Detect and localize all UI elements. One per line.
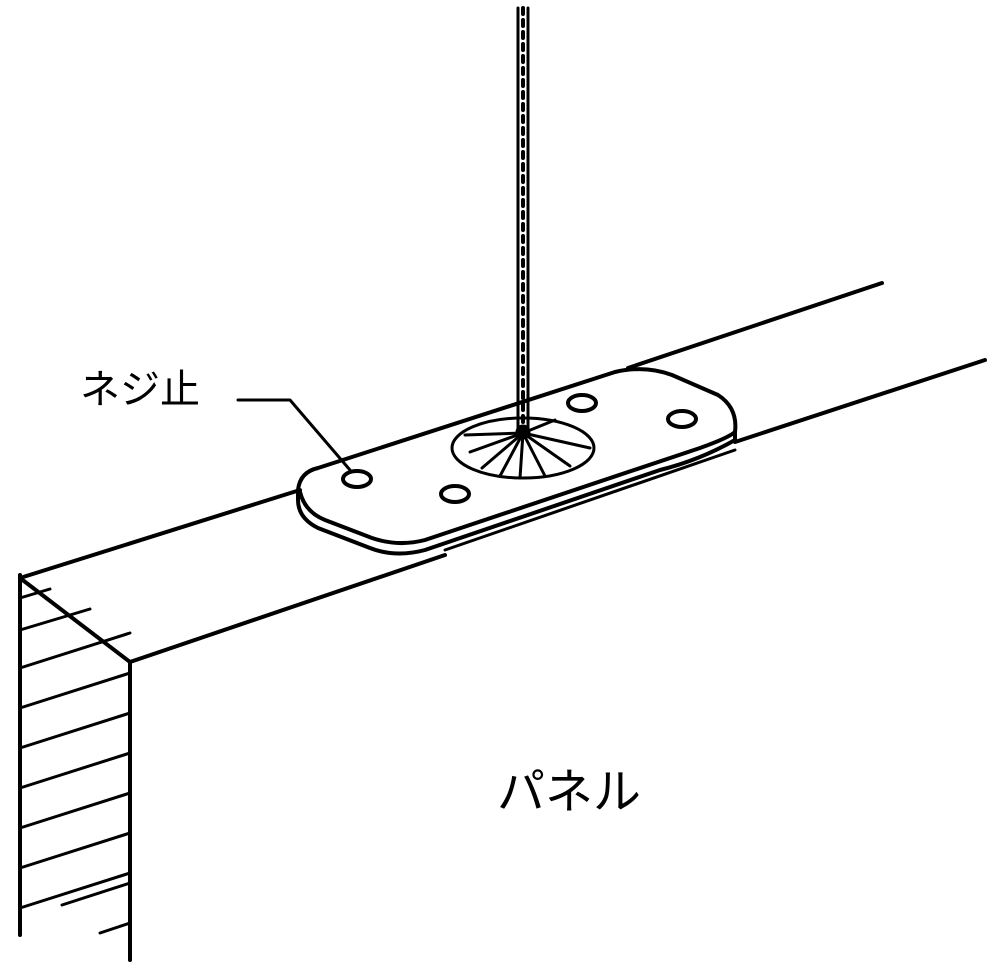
screw-hole-2 <box>439 484 471 504</box>
screw-hole-1 <box>341 469 373 489</box>
plate-shadow-line <box>443 448 737 552</box>
hanging-wire <box>516 6 530 430</box>
plate-top-face-edge <box>298 430 737 545</box>
screw-fix-label: ネジ止 <box>80 367 200 413</box>
top-back-edge-right <box>626 281 884 370</box>
cap-center <box>515 424 531 440</box>
top-front-edge-right <box>733 358 987 444</box>
panel-label: パネル <box>497 764 642 820</box>
top-front-edge-left <box>128 553 447 664</box>
plate-outline <box>296 367 738 556</box>
screw-leader-line <box>236 398 352 472</box>
panel-end-hatching <box>18 587 132 935</box>
screw-hole-4 <box>666 409 698 429</box>
screw-hole-3 <box>566 393 598 413</box>
wire-fixing-cap <box>450 416 596 480</box>
mounting-plate <box>296 367 738 556</box>
top-back-edge-left <box>18 488 302 580</box>
